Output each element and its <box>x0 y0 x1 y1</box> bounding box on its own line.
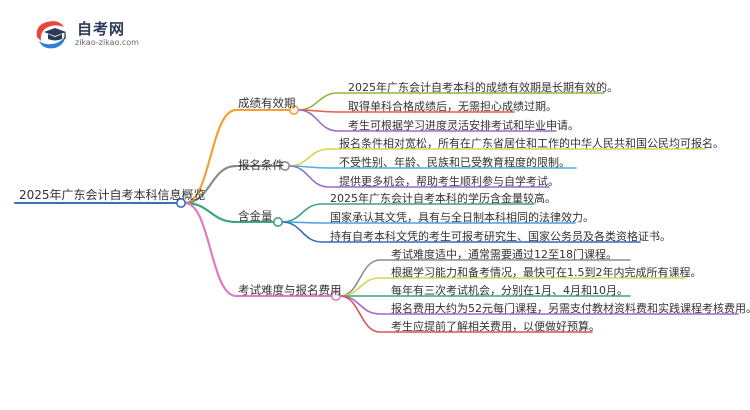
branch-connector <box>183 201 238 298</box>
leaf-difficulty-3[interactable]: 每年有三次考试机会，分别在1月、4月和10月。 <box>391 284 628 298</box>
leaf-label: 根据学习能力和备考情况，最快可在1.5到2年内完成所有课程。 <box>391 266 702 279</box>
branch-registration-conditions[interactable]: 报名条件 <box>238 158 284 172</box>
branch-node-icon[interactable] <box>279 161 290 172</box>
leaf-difficulty-1[interactable]: 考试难度适中，通常需要通过12至18门课程。 <box>391 248 617 262</box>
leaf-registration-3[interactable]: 提供更多机会，帮助考生顺利参与自学考试。 <box>339 175 559 189</box>
logo-title: 自考网 <box>77 20 126 38</box>
branch-label: 报名条件 <box>238 158 284 172</box>
branch-difficulty-and-fees[interactable]: 考试难度与报名费用 <box>238 283 342 297</box>
root-topic[interactable]: 2025年广东会计自考本科信息概览 <box>19 188 206 202</box>
leaf-registration-1[interactable]: 报名条件相对宽松，所有在广东省居住和工作的中华人民共和国公民均可报名。 <box>339 137 724 151</box>
branch-connector <box>183 201 238 224</box>
branch-node-icon[interactable] <box>272 217 283 228</box>
leaf-score-validity-1[interactable]: 2025年广东会计自考本科的成绩有效期是长期有效的。 <box>348 81 618 95</box>
branch-node-icon[interactable] <box>288 105 299 116</box>
branch-credential-value[interactable]: 含金量 <box>238 209 273 223</box>
leaf-registration-2[interactable]: 不受性别、年龄、民族和已受教育程度的限制。 <box>339 156 570 170</box>
leaf-label: 考生可根据学习进度灵活安排考试和毕业申请。 <box>348 119 579 132</box>
leaf-connector <box>297 109 557 132</box>
root-node-icon[interactable] <box>176 198 187 209</box>
leaf-credential-1[interactable]: 2025年广东会计自考本科的学历含金量较高。 <box>330 192 556 206</box>
branch-label: 考试难度与报名费用 <box>238 283 342 297</box>
leaf-label: 报名条件相对宽松，所有在广东省居住和工作的中华人民共和国公民均可报名。 <box>339 137 724 150</box>
leaf-score-validity-2[interactable]: 取得单科合格成绩后，无需担心成绩过期。 <box>348 100 557 114</box>
leaf-credential-2[interactable]: 国家承认其文凭，具有与全日制本科相同的法律效力。 <box>330 211 594 225</box>
leaf-label: 报名费用大约为52元每门课程，另需支付教材资料费和实践课程考核费用。 <box>391 302 750 315</box>
leaf-connector <box>339 295 593 333</box>
leaf-label: 考试难度适中，通常需要通过12至18门课程。 <box>391 248 617 261</box>
leaf-difficulty-4[interactable]: 报名费用大约为52元每门课程，另需支付教材资料费和实践课程考核费用。 <box>391 302 750 316</box>
branch-label: 含金量 <box>238 209 273 223</box>
branch-connector <box>183 108 238 205</box>
leaf-label: 2025年广东会计自考本科的成绩有效期是长期有效的。 <box>348 81 618 94</box>
leaf-label: 2025年广东会计自考本科的学历含金量较高。 <box>330 192 556 205</box>
leaf-label: 持有自考本科文凭的考生可报考研究生、国家公务员及各类资格证书。 <box>330 230 671 243</box>
leaf-label: 提供更多机会，帮助考生顺利参与自学考试。 <box>339 175 559 188</box>
leaf-label: 考生应提前了解相关费用，以便做好预算。 <box>391 320 600 333</box>
branch-node-icon[interactable] <box>330 290 341 301</box>
leaf-label: 取得单科合格成绩后，无需担心成绩过期。 <box>348 100 557 113</box>
branch-label: 成绩有效期 <box>238 96 296 110</box>
leaf-label: 每年有三次考试机会，分别在1月、4月和10月。 <box>391 284 628 297</box>
root-topic-label: 2025年广东会计自考本科信息概览 <box>19 188 206 202</box>
leaf-label: 不受性别、年龄、民族和已受教育程度的限制。 <box>339 156 570 169</box>
leaf-connector <box>288 165 550 188</box>
leaf-difficulty-5[interactable]: 考生应提前了解相关费用，以便做好预算。 <box>391 320 600 334</box>
logo-url: zikao-zikao.com <box>75 38 139 47</box>
site-logo[interactable]: 自考网 zikao-zikao.com <box>33 17 143 51</box>
branch-connector <box>183 164 238 205</box>
leaf-credential-3[interactable]: 持有自考本科文凭的考生可报考研究生、国家公务员及各类资格证书。 <box>330 230 671 244</box>
leaf-score-validity-3[interactable]: 考生可根据学习进度灵活安排考试和毕业申请。 <box>348 119 579 133</box>
leaf-label: 国家承认其文凭，具有与全日制本科相同的法律效力。 <box>330 211 594 224</box>
leaf-difficulty-2[interactable]: 根据学习能力和备考情况，最快可在1.5到2年内完成所有课程。 <box>391 266 702 280</box>
leaf-connector <box>281 221 641 243</box>
branch-score-validity[interactable]: 成绩有效期 <box>238 96 296 110</box>
graduation-cap-logo-icon <box>36 21 66 49</box>
